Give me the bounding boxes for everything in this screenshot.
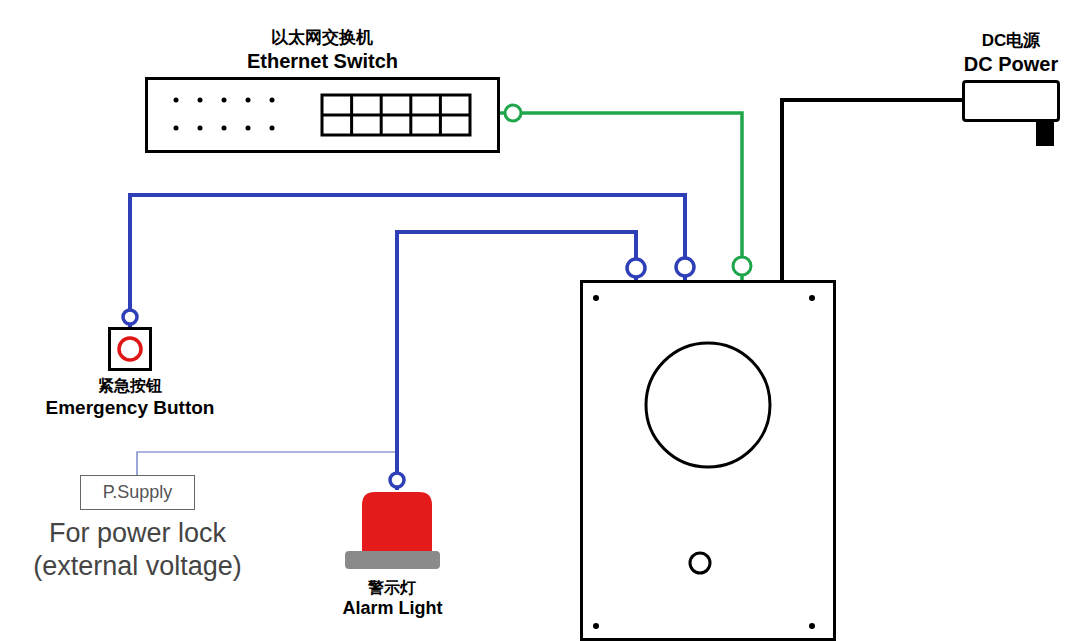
wire <box>130 195 685 327</box>
label-group: 警示灯Alarm Light <box>342 578 442 619</box>
intercom-device <box>580 280 836 641</box>
terminal-ring <box>733 257 751 275</box>
alarm-dome <box>362 492 432 553</box>
power-supply-box: P.SupplyFor power lock (external voltage… <box>80 475 195 510</box>
terminal-ring <box>390 473 404 487</box>
label-group: 紧急按钮Emergency Button <box>46 376 215 419</box>
node-caption: 以太网交换机 <box>247 28 398 49</box>
button-cap <box>119 338 141 360</box>
alarm-light: 警示灯Alarm Light <box>345 490 440 570</box>
terminal-ring <box>123 310 137 324</box>
wire <box>782 100 962 280</box>
switch-ports <box>322 95 470 135</box>
switch-box: 以太网交换机Ethernet Switch <box>145 77 500 153</box>
wire <box>137 452 397 490</box>
switch-leds <box>174 98 275 131</box>
box-label: P.Supply <box>103 482 173 504</box>
dc-plug <box>1036 121 1054 146</box>
node-caption: 警示灯 <box>342 578 442 598</box>
label-group: DC电源DC Power <box>964 31 1058 76</box>
label-group: 以太网交换机Ethernet Switch <box>247 28 398 73</box>
node-caption: DC Power <box>964 52 1058 76</box>
wire <box>397 232 636 490</box>
label-group: For power lock (external voltage) <box>0 517 278 583</box>
device-speaker <box>646 343 770 467</box>
node-caption: For power lock (external voltage) <box>0 517 278 583</box>
terminal-ring <box>627 259 645 277</box>
node-caption: Ethernet Switch <box>247 49 398 73</box>
terminal-ring <box>676 258 694 276</box>
alarm-base <box>345 551 440 569</box>
node-caption: 紧急按钮 <box>46 376 215 396</box>
node-caption: Emergency Button <box>46 396 215 419</box>
emergency-button: 紧急按钮Emergency Button <box>108 327 152 371</box>
device-screws <box>593 295 815 629</box>
terminal-ring <box>505 105 521 121</box>
node-caption: DC电源 <box>964 31 1058 52</box>
node-caption: Alarm Light <box>342 598 442 620</box>
power-adapter: DC电源DC Power <box>962 80 1060 122</box>
device-button <box>690 553 710 573</box>
